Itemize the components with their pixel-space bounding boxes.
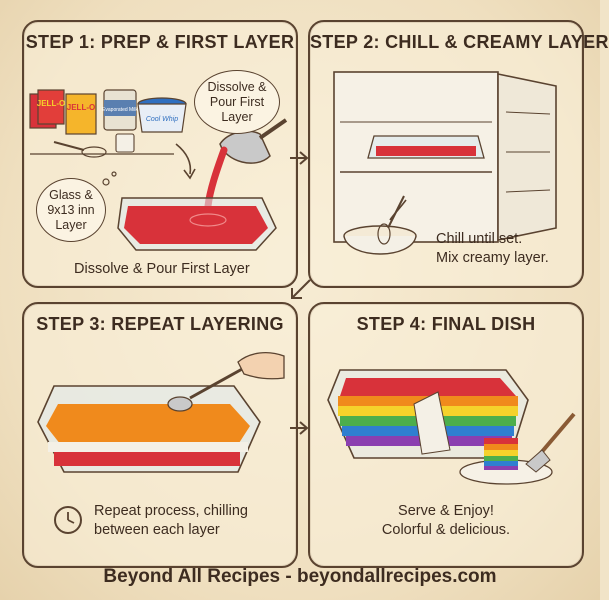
step-3-panel: STEP 3: REPEAT LAYERING Repeat process, …	[22, 302, 298, 568]
step-3-caption-line1: Repeat process, chilling	[94, 503, 248, 519]
spatula-icon	[525, 412, 576, 473]
mixing-bowl	[343, 225, 417, 255]
step-1-caption: Dissolve & Pour First Layer	[74, 261, 250, 277]
layered-dish	[37, 385, 261, 473]
step-4-caption-line1: Serve & Enjoy!	[398, 503, 494, 519]
step-2-caption: Chill until set. Mix creamy layer.	[436, 230, 549, 268]
step-3-title: STEP 3: REPEAT LAYERING	[36, 314, 284, 334]
jello-box-1: JELL-O	[29, 89, 65, 129]
timer-icon	[54, 506, 82, 534]
jello-box-2: JELL-O	[65, 93, 97, 135]
step-4-caption: Serve & Enjoy! Colorful & delicious.	[310, 502, 582, 540]
final-dish-illustration	[327, 369, 576, 485]
whisk-icon	[377, 195, 405, 245]
whisk-icon	[53, 141, 107, 158]
whip-label-text: Cool Whip	[146, 116, 178, 123]
step-1-panel: STEP 1: PREP & FIRST LAYER JELL-O JELL-O…	[22, 20, 298, 288]
saucepan-icon	[219, 118, 288, 164]
curved-arrow	[175, 143, 192, 175]
arrow-down-left-icon	[291, 279, 311, 299]
step-2-title: STEP 2: CHILL & CREAMY LAYER	[310, 32, 609, 52]
hand	[237, 351, 285, 380]
step-4-panel: STEP 4: FINAL DISH	[308, 302, 584, 568]
footer-credit: Beyond All Recipes - beyondallrecipes.co…	[103, 566, 497, 587]
step-2-caption-line2: Mix creamy layer.	[436, 250, 549, 266]
chilling-dish	[367, 135, 485, 159]
arrow-right-icon-2	[290, 421, 309, 435]
glass-baking-dish	[117, 197, 277, 251]
dish-bubble: Glass & 9x13 inn Layer	[36, 178, 106, 242]
measuring-cup	[115, 133, 135, 153]
step-2-caption-line1: Chill until set.	[436, 231, 523, 247]
step-4-title: STEP 4: FINAL DISH	[356, 314, 536, 334]
step-4-caption-line2: Colorful & delicious.	[381, 522, 511, 538]
ingredients-illustration: JELL-O JELL-O Evaporated Milk Cool Whip	[29, 89, 288, 251]
evaporated-milk-can: Evaporated Milk	[102, 89, 138, 131]
layering-illustration	[37, 351, 285, 534]
step-3-caption-line2: between each layer	[94, 522, 220, 538]
step-2-panel: STEP 2: CHILL & CREAMY LAYER	[308, 20, 609, 288]
pour-bubble: Dissolve & Pour First Layer	[194, 70, 280, 134]
step-3-caption: Repeat process, chilling between each la…	[94, 502, 248, 540]
milk-label-text: Evaporated Milk	[102, 107, 138, 113]
jello-brand-text-2: JELL-O	[67, 103, 95, 112]
step-1-title: STEP 1: PREP & FIRST LAYER	[25, 32, 295, 52]
spoon-icon	[167, 366, 245, 412]
arrow-right-icon	[290, 151, 309, 165]
cool-whip-tub: Cool Whip	[137, 97, 187, 133]
fridge-illustration	[333, 71, 557, 255]
jello-brand-text: JELL-O	[37, 99, 65, 108]
